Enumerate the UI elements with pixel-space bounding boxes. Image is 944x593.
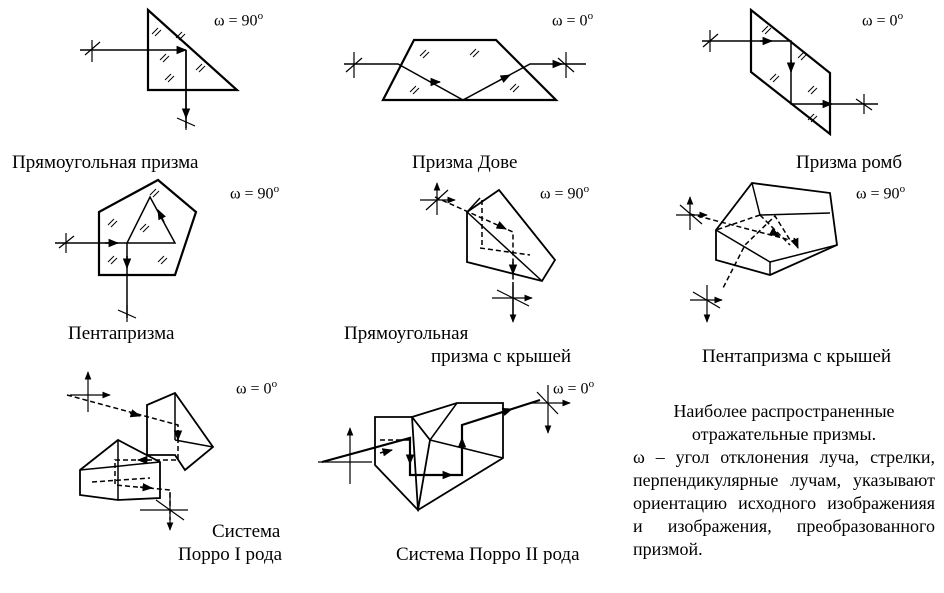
caption-note: Наиболее распространенные отражательные … [633, 400, 935, 561]
rhomb-prism [702, 7, 878, 137]
porro-system-type-2 [318, 385, 571, 512]
label-pentaprism: Пентапризма [68, 323, 175, 344]
label-roof-prism-line1: Прямоугольная [344, 323, 469, 344]
omega-roof-prism: ω = 90o [540, 183, 590, 203]
roof-right-angle-prism [420, 182, 557, 323]
omega-rhomb-prism: ω = 0o [862, 10, 904, 30]
label-roof-prism-line2: призма с крышей [431, 346, 572, 367]
label-right-angle-prism: Прямоугольная призма [12, 152, 199, 173]
dove-prism [344, 38, 586, 102]
label-rhomb-prism: Призма ромб [796, 152, 903, 173]
omega-dove-prism: ω = 0o [552, 10, 594, 30]
glass-hatching [151, 27, 206, 83]
label-dove-prism: Призма Дове [412, 152, 518, 173]
omega-right-angle-prism: ω = 90o [214, 10, 264, 30]
caption-title-line1: Наиболее распространенные [673, 401, 895, 421]
label-roof-pentaprism: Пентапризма с крышей [702, 346, 892, 367]
omega-porro-1: ω = 0o [236, 378, 278, 398]
caption-title-line2: отражательные призмы. [691, 424, 877, 444]
label-porro-2: Система Порро II рода [396, 544, 580, 565]
pentaprism [55, 178, 198, 322]
roof-pentaprism [676, 182, 838, 323]
porro-system-type-1 [66, 371, 215, 531]
omega-pentaprism: ω = 90o [230, 183, 280, 203]
label-porro-1-line1: Система [212, 521, 281, 542]
caption-body: ω – угол отклонения луча, стрелки, перпе… [633, 447, 935, 559]
label-porro-1-line2: Порро I рода [178, 544, 283, 565]
image-orientation-mark [84, 40, 196, 130]
right-angle-prism [80, 7, 240, 130]
omega-porro-2: ω = 0o [553, 378, 595, 398]
omega-roof-pentaprism: ω = 90o [856, 183, 906, 203]
